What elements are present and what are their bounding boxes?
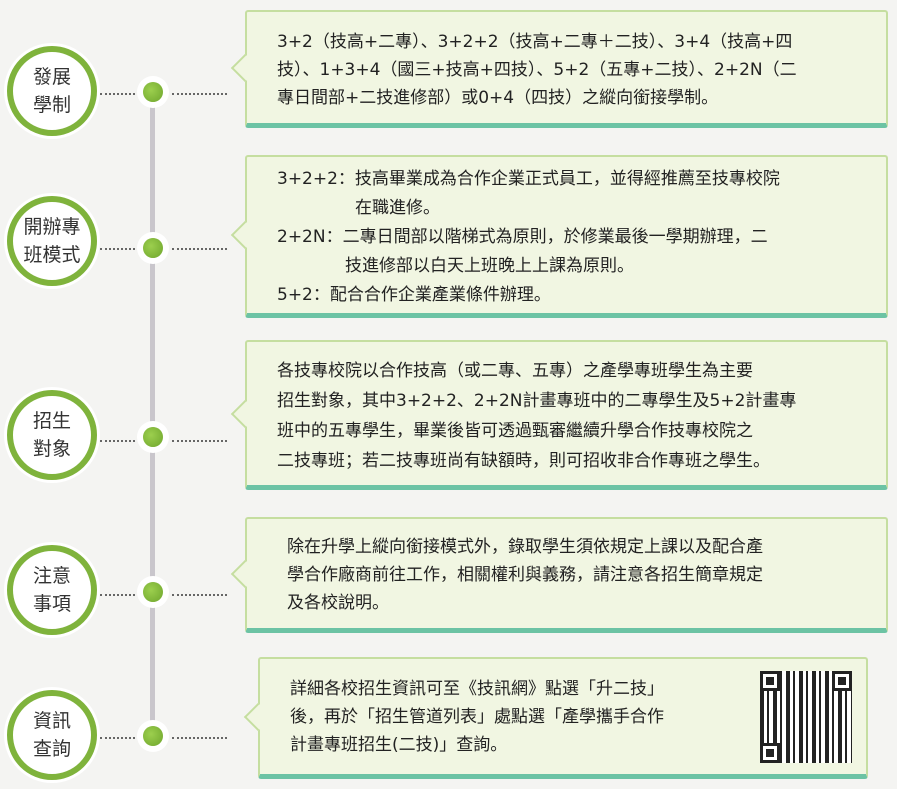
text-line: 技進修部以白天上班晚上上課為原則。: [345, 256, 634, 276]
dotted-connector: [172, 248, 227, 250]
text-line: 各技專校院以合作技高（或二專、五專）之產學專班學生為主要: [277, 361, 753, 381]
timeline-dot: [143, 427, 163, 447]
text-line: 學合作廠商前往工作，相關權利與義務，請注意各招生簡章規定: [287, 565, 763, 585]
label-line: 學制: [32, 94, 71, 116]
label-line: 注意: [32, 565, 71, 587]
label-line: 班模式: [23, 244, 81, 266]
dotted-connector: [172, 440, 227, 442]
text-line: 3+2（技高+二專）、3+2+2（技高+二專＋二技）、3+4（技高+四: [277, 32, 793, 52]
label-line: 查詢: [32, 738, 71, 760]
qr-code[interactable]: [760, 671, 852, 763]
dotted-connector: [100, 737, 135, 739]
text-line: 計畫專班招生(二技)」查詢。: [290, 735, 508, 755]
info-box: 各技專校院以合作技高（或二專、五專）之產學專班學生為主要 招生對象，其中3+2+…: [245, 340, 888, 490]
text-line: 後，再於「招生管道列表」處點選「產學攜手合作: [290, 707, 664, 727]
text-line: 3+2+2：技高畢業成為合作企業正式員工，並得經推薦至技專校院: [277, 169, 780, 189]
timeline-line: [150, 95, 155, 735]
circle-label: 資訊查詢: [7, 690, 97, 780]
text-line: 詳細各校招生資訊可至《技訊網》點選「升二技」: [290, 679, 664, 699]
label-line: 資訊: [32, 710, 71, 732]
text-line: 除在升學上縱向銜接模式外，錄取學生須依規定上課以及配合產: [287, 537, 763, 557]
label-line: 事項: [32, 593, 71, 615]
dotted-connector: [100, 594, 135, 596]
circle-label: 招生對象: [7, 390, 97, 480]
timeline-dot: [143, 582, 163, 602]
text-line: 技）、1+3+4（國三+技高+四技）、5+2（五專+二技）、2+2N（二: [277, 60, 797, 80]
dotted-connector: [172, 594, 227, 596]
label-line: 發展: [32, 66, 71, 88]
text-line: 專日間部+二技進修部）或0+4（四技）之縱向銜接學制。: [277, 88, 719, 108]
text-line: 及各校說明。: [287, 593, 389, 613]
info-box: 3+2+2：技高畢業成為合作企業正式員工，並得經推薦至技專校院 在職進修。 2+…: [245, 155, 888, 318]
text-line: 二技專班；若二技專班尚有缺額時，則可招收非合作專班之學生。: [277, 451, 770, 471]
text-line: 班中的五專學生，畢業後皆可透過甄審繼續升學合作技專校院之: [277, 421, 753, 441]
label-line: 對象: [32, 438, 71, 460]
circle-label: 注意事項: [7, 545, 97, 635]
text-line: 2+2N：二專日間部以階梯式為原則，於修業最後一學期辦理，二: [277, 227, 768, 247]
dotted-connector: [172, 93, 227, 95]
dotted-connector: [100, 248, 135, 250]
label-line: 招生: [32, 410, 71, 432]
label-line: 開辦專: [23, 216, 81, 238]
timeline-dot: [143, 238, 163, 258]
info-box: 詳細各校招生資訊可至《技訊網》點選「升二技」 後，再於「招生管道列表」處點選「產…: [258, 657, 868, 779]
info-box: 除在升學上縱向銜接模式外，錄取學生須依規定上課以及配合產 學合作廠商前往工作，相…: [245, 517, 888, 633]
text-line: 在職進修。: [355, 198, 440, 218]
dotted-connector: [172, 737, 227, 739]
text-line: 招生對象，其中3+2+2、2+2N計畫專班中的二專學生及5+2計畫專: [277, 391, 797, 411]
timeline-dot: [143, 726, 163, 746]
text-line: 5+2：配合合作企業產業條件辦理。: [277, 285, 551, 305]
dotted-connector: [100, 440, 135, 442]
timeline-dot: [143, 82, 163, 102]
circle-label: 開辦專班模式: [7, 196, 97, 286]
circle-label: 發展學制: [7, 46, 97, 136]
info-box: 3+2（技高+二專）、3+2+2（技高+二專＋二技）、3+4（技高+四 技）、1…: [245, 10, 888, 128]
dotted-connector: [100, 93, 135, 95]
